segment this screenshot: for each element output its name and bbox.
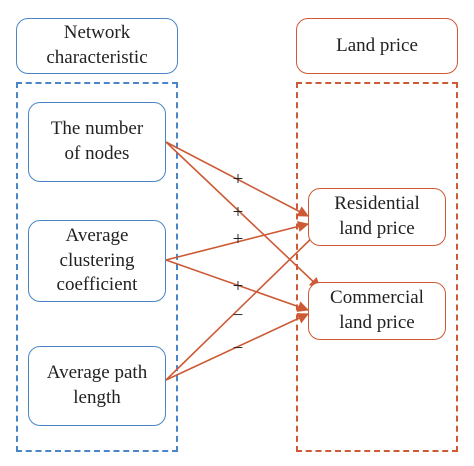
sign-plus-2: + bbox=[232, 202, 244, 223]
node-average-clustering-coefficient: Average clustering coefficient bbox=[28, 220, 166, 302]
node-number-of-nodes: The number of nodes bbox=[28, 102, 166, 182]
land-price-header: Land price bbox=[296, 18, 458, 74]
node-commercial-land-price: Commercial land price bbox=[308, 282, 446, 340]
node-average-path-length: Average path length bbox=[28, 346, 166, 426]
sign-minus-2: − bbox=[232, 338, 244, 359]
arrow-nodes-to-commercial bbox=[165, 141, 321, 289]
arrow-clustering-to-commercial bbox=[165, 259, 310, 312]
arrow-path-to-residential bbox=[165, 229, 321, 381]
sign-plus-4: + bbox=[232, 276, 244, 297]
node-residential-land-price: Residential land price bbox=[308, 188, 446, 246]
sign-plus-3: + bbox=[232, 229, 244, 250]
arrow-nodes-to-residential bbox=[165, 141, 309, 217]
arrow-path-to-commercial bbox=[165, 313, 310, 381]
arrow-clustering-to-residential bbox=[165, 221, 310, 261]
network-group-frame bbox=[16, 82, 178, 452]
sign-minus-1: − bbox=[232, 305, 244, 326]
sign-plus-1: + bbox=[232, 169, 244, 190]
network-characteristic-header: Network characteristic bbox=[16, 18, 178, 74]
